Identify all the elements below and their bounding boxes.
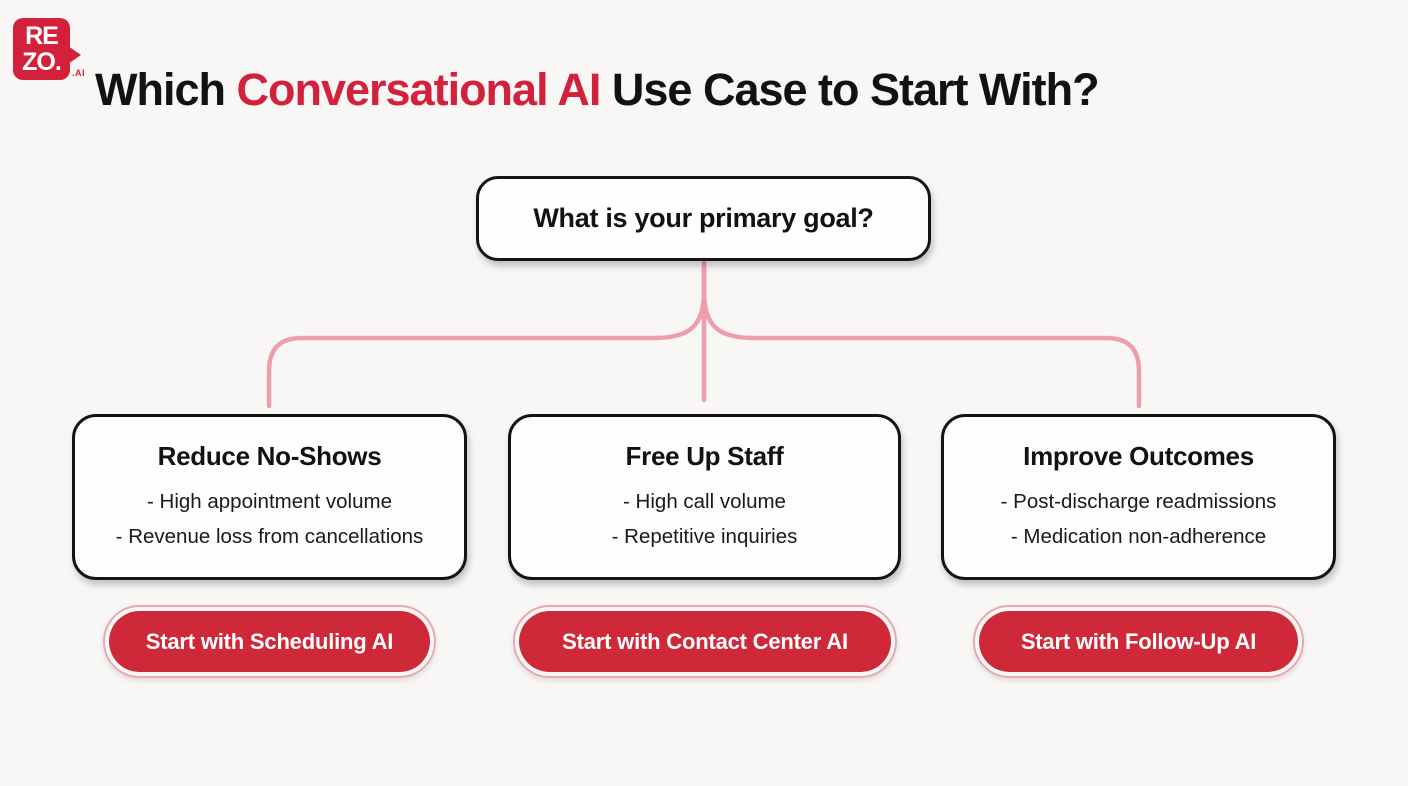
branch-bullet: - High call volume bbox=[623, 489, 786, 513]
branch-card-reduce-no-shows: Reduce No-Shows - High appointment volum… bbox=[72, 414, 467, 580]
start-follow-up-ai-button[interactable]: Start with Follow-Up AI bbox=[979, 611, 1298, 672]
root-question-label: What is your primary goal? bbox=[533, 203, 874, 233]
speech-bubble-tail-icon bbox=[68, 46, 81, 64]
branch-bullet: - Post-discharge readmissions bbox=[1000, 489, 1277, 513]
logo-line2: ZO. bbox=[22, 48, 62, 76]
page-title: Which Conversational AI Use Case to Star… bbox=[95, 64, 1355, 116]
branch-card-free-up-staff: Free Up Staff - High call volume - Repet… bbox=[508, 414, 901, 580]
title-highlight: Conversational AI bbox=[236, 64, 601, 115]
branch-bullet: - Revenue loss from cancellations bbox=[115, 524, 424, 548]
cta-ring-scheduling-ai: Start with Scheduling AI bbox=[103, 605, 436, 678]
speech-bubble-icon: RE ZO. bbox=[13, 18, 70, 80]
title-prefix: Which bbox=[95, 64, 237, 115]
cta-ring-follow-up-ai: Start with Follow-Up AI bbox=[973, 605, 1304, 678]
branch-heading: Free Up Staff bbox=[625, 440, 784, 471]
rezo-ai-logo: RE ZO. .AI bbox=[13, 16, 91, 82]
cta-ring-contact-center-ai: Start with Contact Center AI bbox=[513, 605, 897, 678]
branch-bullet: - High appointment volume bbox=[147, 489, 392, 513]
logo-line1: RE bbox=[25, 22, 59, 50]
branch-heading: Improve Outcomes bbox=[1023, 440, 1254, 471]
root-question-node: What is your primary goal? bbox=[476, 176, 931, 261]
branch-heading: Reduce No-Shows bbox=[157, 440, 382, 471]
connector-right bbox=[701, 260, 1142, 409]
branch-bullet: - Repetitive inquiries bbox=[611, 524, 798, 548]
start-contact-center-ai-button[interactable]: Start with Contact Center AI bbox=[519, 611, 891, 672]
connector-left bbox=[266, 260, 707, 409]
start-scheduling-ai-button[interactable]: Start with Scheduling AI bbox=[109, 611, 430, 672]
logo-suffix: .AI bbox=[72, 68, 86, 78]
title-suffix: Use Case to Start With? bbox=[600, 64, 1100, 115]
branch-card-improve-outcomes: Improve Outcomes - Post-discharge readmi… bbox=[941, 414, 1336, 580]
branch-bullet: - Medication non-adherence bbox=[1010, 524, 1267, 548]
